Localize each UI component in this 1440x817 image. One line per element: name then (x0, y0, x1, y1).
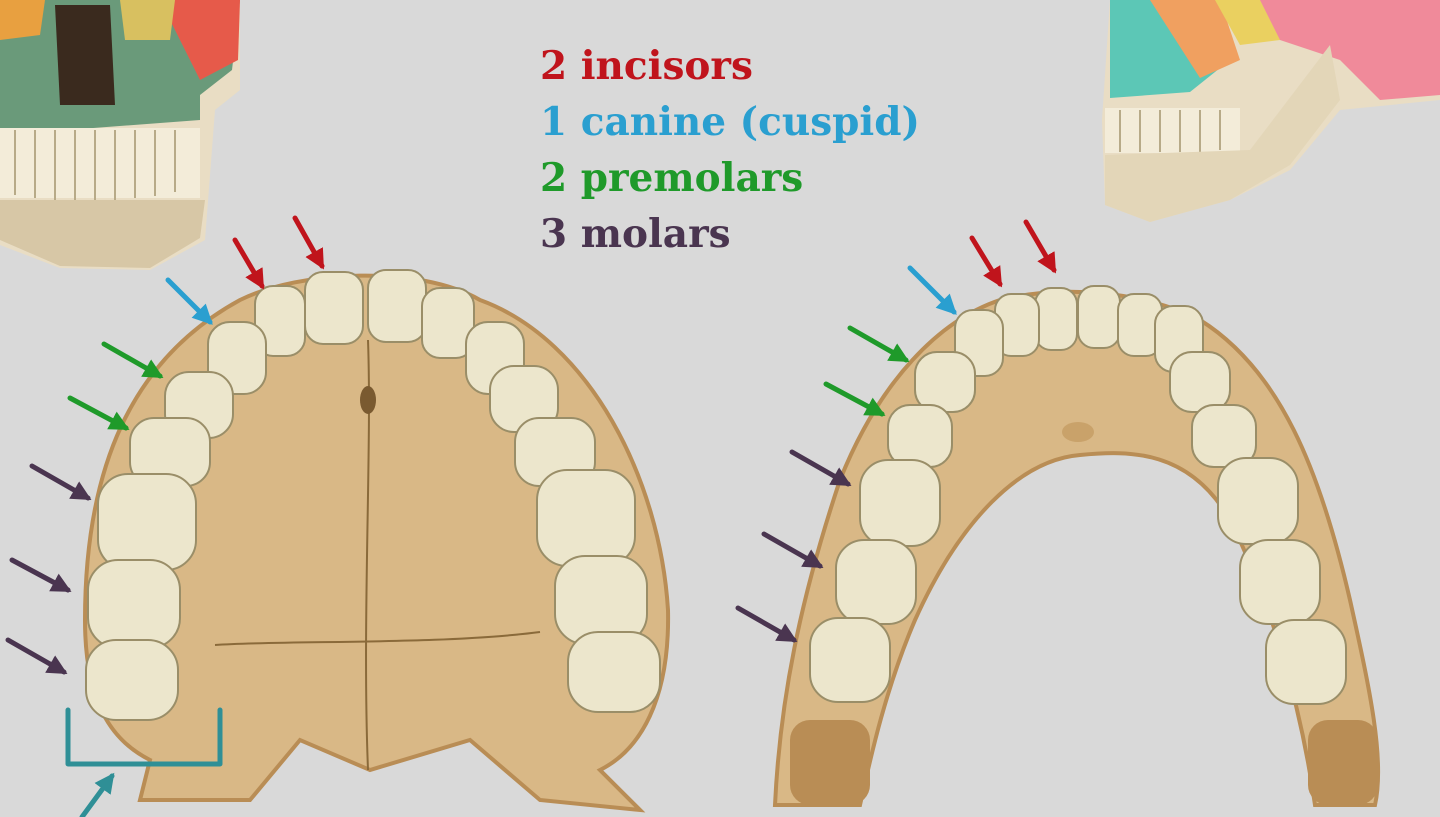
legend-premolars: 2 premolars (540, 155, 804, 201)
bracket-marker (65, 707, 223, 817)
skull-side-icon (1102, 0, 1440, 222)
incisor-arrow (969, 235, 1003, 288)
premolar-arrow (847, 325, 910, 363)
skull-front-icon (0, 0, 240, 270)
incisor-arrow (1023, 219, 1057, 274)
molar-arrow (761, 531, 824, 569)
premolar-arrow (101, 341, 164, 379)
molar-arrow (9, 557, 72, 593)
molar-arrow (5, 637, 68, 675)
maxilla-icon (82, 269, 671, 813)
premolar-arrow (67, 395, 130, 431)
legend-incisors: 2 incisors (540, 43, 753, 89)
molar-arrow (789, 449, 852, 487)
legend-canine: 1 canine (cuspid) (540, 99, 920, 145)
molar-arrow (29, 463, 92, 501)
molar-arrow (735, 605, 798, 643)
canine-arrow (907, 265, 957, 315)
mandible-icon (772, 285, 1381, 807)
incisor-arrow (292, 215, 325, 270)
tooth-count-legend: 2 incisors 1 canine (cuspid) 2 premolars… (540, 38, 920, 262)
canine-arrow (165, 277, 213, 325)
legend-molars: 3 molars (540, 211, 731, 257)
premolar-arrow (823, 381, 886, 417)
incisor-arrow (232, 237, 265, 290)
